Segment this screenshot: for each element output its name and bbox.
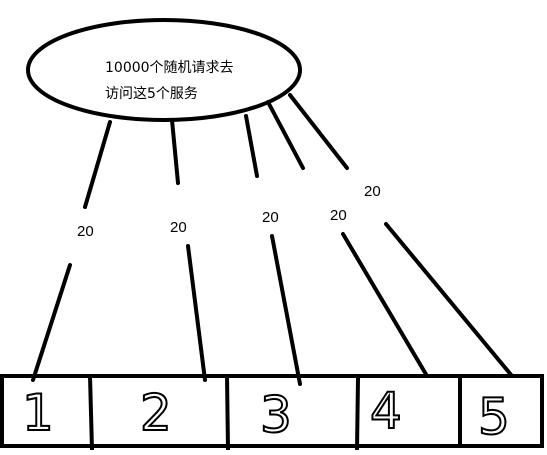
divider-1 [88, 375, 94, 451]
edge-2-upper [170, 118, 180, 185]
source-text-line1: 10000个随机请求去 [105, 60, 234, 76]
edge-4-label: 20 [330, 207, 347, 224]
connections [31, 93, 514, 386]
edge-3-label: 20 [262, 209, 279, 226]
service-row-border [0, 374, 544, 448]
edge-1-lower [31, 263, 72, 382]
service-2-label: 2 [140, 384, 172, 442]
edge-4-upper [266, 100, 305, 170]
edge-3-lower [270, 234, 302, 386]
service-4-label: 4 [370, 382, 402, 440]
request-source-node: 10000个随机请求去 访问这5个服务 [26, 18, 302, 122]
service-1-label: 1 [22, 384, 54, 442]
edge-5-upper [288, 93, 349, 170]
source-text-line2: 访问这5个服务 [105, 85, 198, 102]
edge-5-label: 20 [364, 183, 381, 200]
edge-1-label: 20 [77, 223, 94, 240]
edge-5-lower [384, 222, 514, 378]
divider-2 [225, 375, 230, 451]
edge-4-lower [341, 232, 429, 378]
edge-3-upper [244, 114, 259, 178]
edge-2-label: 20 [170, 219, 187, 236]
divider-3 [355, 377, 360, 451]
edge-1-upper [83, 120, 112, 209]
service-row: 1 2 3 4 5 [0, 374, 544, 451]
service-5-label: 5 [478, 388, 510, 446]
service-3-label: 3 [260, 386, 292, 444]
edge-2-lower [186, 244, 207, 382]
